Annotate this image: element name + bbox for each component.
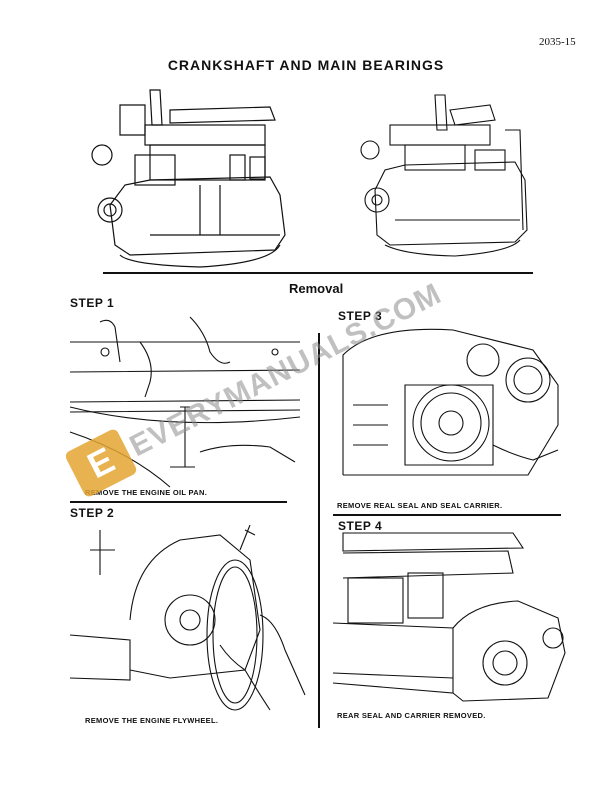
- page-title: CRANKSHAFT AND MAIN BEARINGS: [167, 57, 445, 73]
- page-number: 2035-15: [539, 36, 576, 48]
- step-1-caption: REMOVE THE ENGINE OIL PAN.: [85, 488, 208, 497]
- step-1-divider: [70, 501, 287, 503]
- header-divider: [103, 272, 533, 274]
- seal-carrier-removal-illustration: [342, 328, 559, 476]
- step-4-caption: REAR SEAL AND CARRIER REMOVED.: [337, 711, 486, 720]
- step-3-caption: REMOVE REAL SEAL AND SEAL CARRIER.: [337, 501, 503, 510]
- step-3-label: STEP 3: [338, 309, 383, 323]
- step-1-label: STEP 1: [70, 296, 115, 310]
- flywheel-removal-illustration: [69, 524, 306, 711]
- column-divider: [318, 333, 320, 728]
- step-4-label: STEP 4: [338, 519, 383, 533]
- step-2-caption: REMOVE THE ENGINE FLYWHEEL.: [85, 716, 219, 725]
- engine-right-view-illustration: [360, 94, 528, 257]
- step-2-label: STEP 2: [70, 506, 115, 520]
- section-heading: Removal: [289, 281, 344, 296]
- rear-seal-removed-illustration: [332, 532, 566, 702]
- step-3-divider: [333, 514, 561, 516]
- engine-left-view-illustration: [91, 89, 286, 268]
- oil-pan-removal-illustration: [69, 316, 301, 488]
